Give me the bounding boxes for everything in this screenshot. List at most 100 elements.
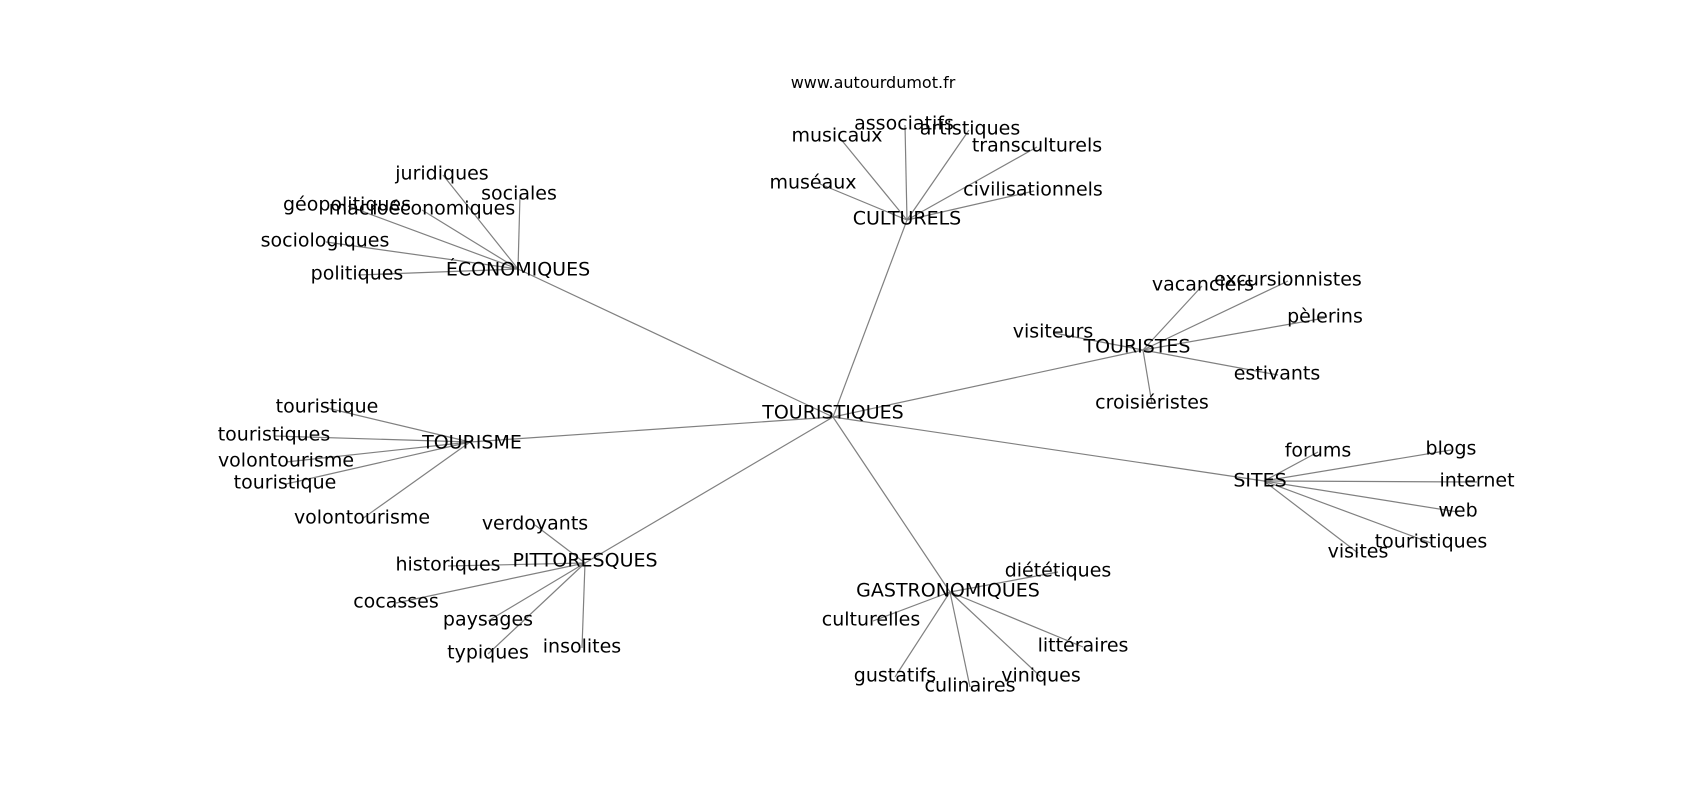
leaf-node-label: macroéconomiques — [329, 198, 516, 220]
edge-center-pittoresques — [584, 416, 834, 564]
leaf-node-label: cocasses — [353, 591, 439, 613]
edge-gastronomiques-leaf-5 — [949, 591, 1042, 678]
edge-culturels-leaf-5 — [906, 190, 1035, 221]
leaf-node-label: touristique — [234, 472, 337, 494]
edge-economiques-leaf-0 — [442, 174, 519, 270]
edge-touristes-leaf-0 — [1142, 285, 1203, 351]
center-node-label: TOURISTIQUES — [761, 402, 903, 424]
leaf-node-label: sociologiques — [261, 230, 390, 252]
leaf-node-label: touristiques — [1375, 531, 1488, 553]
leaf-node-label: volontourisme — [294, 507, 430, 529]
edge-culturels-leaf-4 — [819, 183, 908, 221]
edge-sites-leaf-3 — [1263, 480, 1459, 513]
edge-touristes-leaf-5 — [1142, 349, 1153, 405]
edge-culturels-leaf-1 — [904, 124, 908, 221]
leaf-node-label: culinaires — [925, 675, 1016, 697]
leaf-node-label: volontourisme — [218, 450, 354, 472]
leaf-node-label: excursionnistes — [1214, 269, 1362, 291]
edge-touristes-leaf-1 — [1142, 280, 1289, 351]
leaf-node-label: verdoyants — [482, 513, 588, 535]
edge-culturels-leaf-3 — [906, 146, 1038, 221]
edge-sites-leaf-5 — [1263, 480, 1359, 554]
edge-tourisme-leaf-0 — [326, 407, 471, 443]
source-url-text: www.autourdumot.fr — [791, 73, 956, 92]
edge-culturels-leaf-2 — [906, 129, 970, 221]
hub-node-label-economiques: ÉCONOMIQUES — [446, 258, 590, 281]
edge-center-gastronomiques — [832, 416, 951, 593]
edge-tourisme-leaf-2 — [285, 441, 471, 463]
leaf-node-label: viniques — [1001, 665, 1081, 687]
leaf-node-label: musicaux — [791, 125, 882, 147]
hub-node-label-touristes: TOURISTES — [1082, 336, 1190, 358]
edge-center-tourisme — [469, 416, 834, 443]
edge-sites-leaf-4 — [1263, 480, 1432, 544]
edge-economiques-leaf-4 — [325, 241, 519, 270]
edge-gastronomiques-leaf-2 — [949, 591, 1084, 648]
edge-economiques-leaf-1 — [517, 194, 521, 270]
hub-node-label-culturels: CULTURELS — [853, 208, 962, 230]
leaf-node-label: typiques — [447, 642, 529, 664]
hub-node-label-gastronomiques: GASTRONOMIQUES — [856, 580, 1040, 602]
edge-touristes-leaf-4 — [1142, 349, 1279, 376]
edge-pittoresques-leaf-1 — [447, 562, 586, 567]
edge-center-culturels — [832, 219, 908, 418]
leaf-node-label: blogs — [1426, 438, 1477, 460]
leaf-node-label: insolites — [543, 636, 621, 658]
edge-culturels-leaf-0 — [838, 136, 908, 221]
edge-sites-leaf-2 — [1263, 480, 1478, 483]
graph-edges — [273, 124, 1478, 688]
leaf-node-label: géopolitiques — [283, 194, 411, 216]
hub-node-label-pittoresques: PITTORESQUES — [512, 550, 657, 572]
edge-tourisme-leaf-4 — [361, 441, 471, 520]
leaf-node-label: associatifs — [854, 113, 954, 135]
edge-pittoresques-leaf-5 — [581, 562, 586, 649]
leaf-node-label: politiques — [311, 263, 404, 285]
leaf-node-label: sociales — [481, 183, 557, 205]
leaf-node-label: civilisationnels — [963, 179, 1103, 201]
edge-gastronomiques-leaf-0 — [949, 571, 1059, 593]
edge-economiques-leaf-2 — [347, 205, 519, 270]
leaf-node-label: internet — [1439, 470, 1514, 492]
edge-touristes-leaf-2 — [1142, 317, 1326, 351]
leaf-node-label: touristiques — [218, 424, 331, 446]
leaf-node-label: transculturels — [972, 135, 1102, 157]
graph-labels: TOURISTIQUES CULTURELS musicauxassociatifs… — [218, 113, 1515, 697]
edge-center-sites — [832, 416, 1265, 482]
leaf-node-label: pèlerins — [1287, 306, 1363, 328]
leaf-node-label: littéraires — [1038, 635, 1129, 657]
leaf-node-label: forums — [1285, 440, 1352, 462]
leaf-node-label: muséaux — [769, 172, 856, 194]
edge-pittoresques-leaf-2 — [395, 562, 586, 604]
leaf-node-label: visiteurs — [1013, 321, 1094, 343]
edge-pittoresques-leaf-0 — [534, 524, 586, 564]
edge-economiques-leaf-3 — [421, 209, 519, 270]
edge-center-economiques — [517, 268, 834, 418]
leaf-node-label: estivants — [1234, 363, 1321, 385]
leaf-node-label: vacanciers — [1152, 274, 1254, 296]
edge-pittoresques-leaf-3 — [487, 562, 586, 622]
edge-gastronomiques-leaf-3 — [894, 591, 951, 678]
leaf-node-label: gustatifs — [854, 665, 936, 687]
leaf-node-label: culturelles — [822, 609, 921, 631]
edge-gastronomiques-leaf-1 — [872, 591, 951, 622]
edge-sites-leaf-1 — [1263, 449, 1452, 482]
leaf-node-label: historiques — [395, 554, 500, 576]
edge-tourisme-leaf-1 — [273, 435, 471, 443]
edge-touristes-leaf-3 — [1053, 332, 1144, 351]
hub-node-label-tourisme: TOURISME — [421, 432, 522, 454]
leaf-node-label: web — [1438, 500, 1477, 522]
edge-economiques-leaf-5 — [357, 268, 519, 276]
leaf-node-label: juridiques — [394, 163, 488, 185]
edge-pittoresques-leaf-4 — [487, 562, 586, 655]
hub-node-label-sites: SITES — [1233, 470, 1286, 492]
leaf-node-label: diététiques — [1005, 560, 1112, 582]
edge-tourisme-leaf-3 — [285, 441, 471, 485]
edge-center-touristes — [832, 349, 1144, 418]
leaf-node-label: touristique — [276, 396, 379, 418]
edge-sites-leaf-0 — [1263, 451, 1319, 482]
leaf-node-label: croisiéristes — [1095, 392, 1209, 414]
leaf-node-label: artistiques — [920, 118, 1021, 140]
leaf-node-label: paysages — [443, 609, 533, 631]
edge-gastronomiques-leaf-4 — [949, 591, 971, 688]
